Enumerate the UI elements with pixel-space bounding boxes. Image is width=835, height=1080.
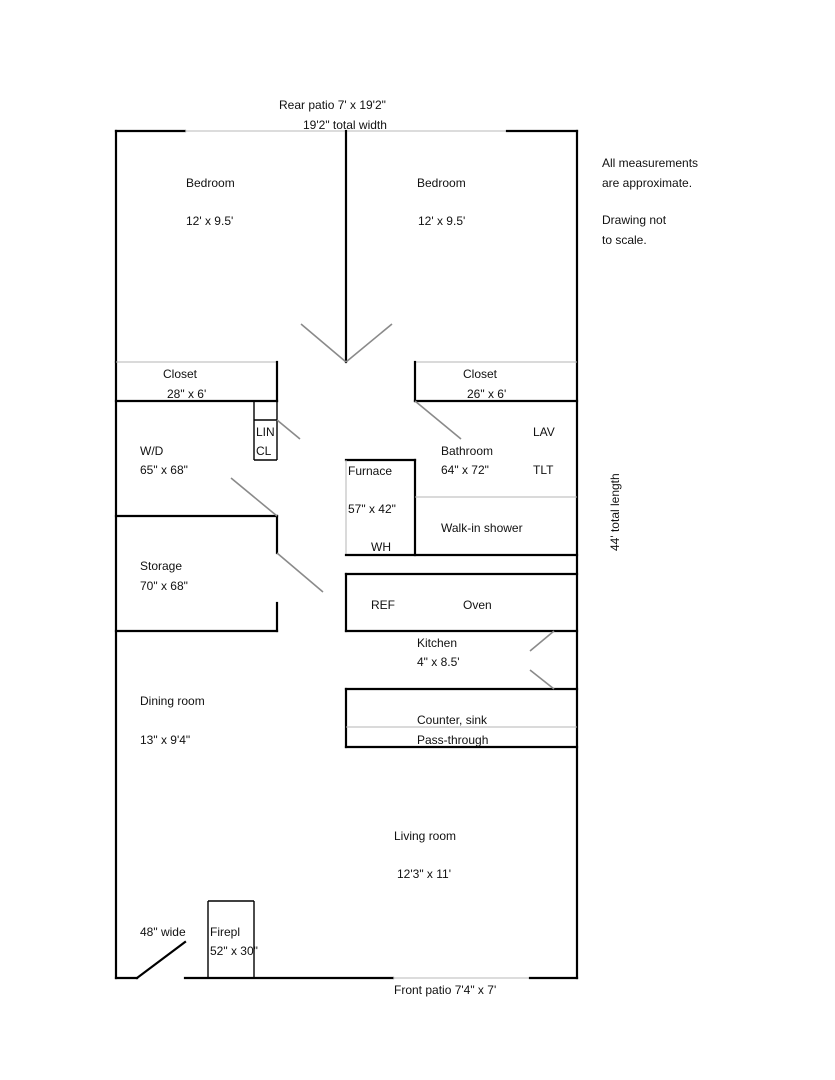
closet-right-size: 26" x 6' xyxy=(467,387,506,401)
bedroom-left-name: Bedroom xyxy=(186,176,235,190)
bedroom-left-size: 12' x 9.5' xyxy=(186,214,233,228)
storage-size: 70" x 68" xyxy=(140,579,188,593)
dining-size: 13" x 9'4" xyxy=(140,733,190,747)
water-heater-label: WH xyxy=(371,540,391,554)
note-line-3: Drawing not xyxy=(602,213,667,227)
fireplace-size: 52" x 30" xyxy=(210,944,258,958)
closet-left-size: 28" x 6' xyxy=(167,387,206,401)
closet-right-name: Closet xyxy=(463,367,498,381)
bedroom-right-size: 12' x 9.5' xyxy=(418,214,465,228)
dining-name: Dining room xyxy=(140,694,205,708)
ref-label: REF xyxy=(371,598,395,612)
shower-label: Walk-in shower xyxy=(441,521,523,535)
pass-through-label: Pass-through xyxy=(417,733,488,747)
kitchen-size: 4" x 8.5' xyxy=(417,655,460,669)
interior-walls xyxy=(114,129,579,978)
rear-patio-label: Rear patio 7' x 19'2" xyxy=(279,98,386,112)
kitchen-name: Kitchen xyxy=(417,636,457,650)
door-swings xyxy=(135,323,555,980)
wd-size: 65" x 68" xyxy=(140,463,188,477)
total-length-label: 44' total length xyxy=(608,473,622,551)
total-width-label: 19'2" total width xyxy=(303,118,387,132)
lav-label: LAV xyxy=(533,425,555,439)
linen-line-1: LIN xyxy=(256,425,275,439)
closet-left-name: Closet xyxy=(163,367,198,381)
oven-label: Oven xyxy=(463,598,492,612)
linen-line-2: CL xyxy=(256,444,272,458)
living-size: 12'3" x 11' xyxy=(397,867,451,881)
furnace-size: 57" x 42" xyxy=(348,502,396,516)
front-patio-label: Front patio 7'4" x 7' xyxy=(394,983,496,997)
wd-name: W/D xyxy=(140,444,164,458)
storage-name: Storage xyxy=(140,559,182,573)
bathroom-name: Bathroom xyxy=(441,444,493,458)
note-line-1: All measurements xyxy=(602,156,698,170)
labels: Rear patio 7' x 19'2" 19'2" total width … xyxy=(140,98,698,997)
living-name: Living room xyxy=(394,829,456,843)
counter-label: Counter, sink xyxy=(417,713,488,727)
bathroom-size: 64" x 72" xyxy=(441,463,489,477)
toilet-label: TLT xyxy=(533,463,554,477)
bedroom-right-name: Bedroom xyxy=(417,176,466,190)
furnace-name: Furnace xyxy=(348,464,392,478)
note-line-2: are approximate. xyxy=(602,176,692,190)
fireplace-name: Firepl xyxy=(210,925,240,939)
note-line-4: to scale. xyxy=(602,233,647,247)
entry-width-label: 48" wide xyxy=(140,925,186,939)
